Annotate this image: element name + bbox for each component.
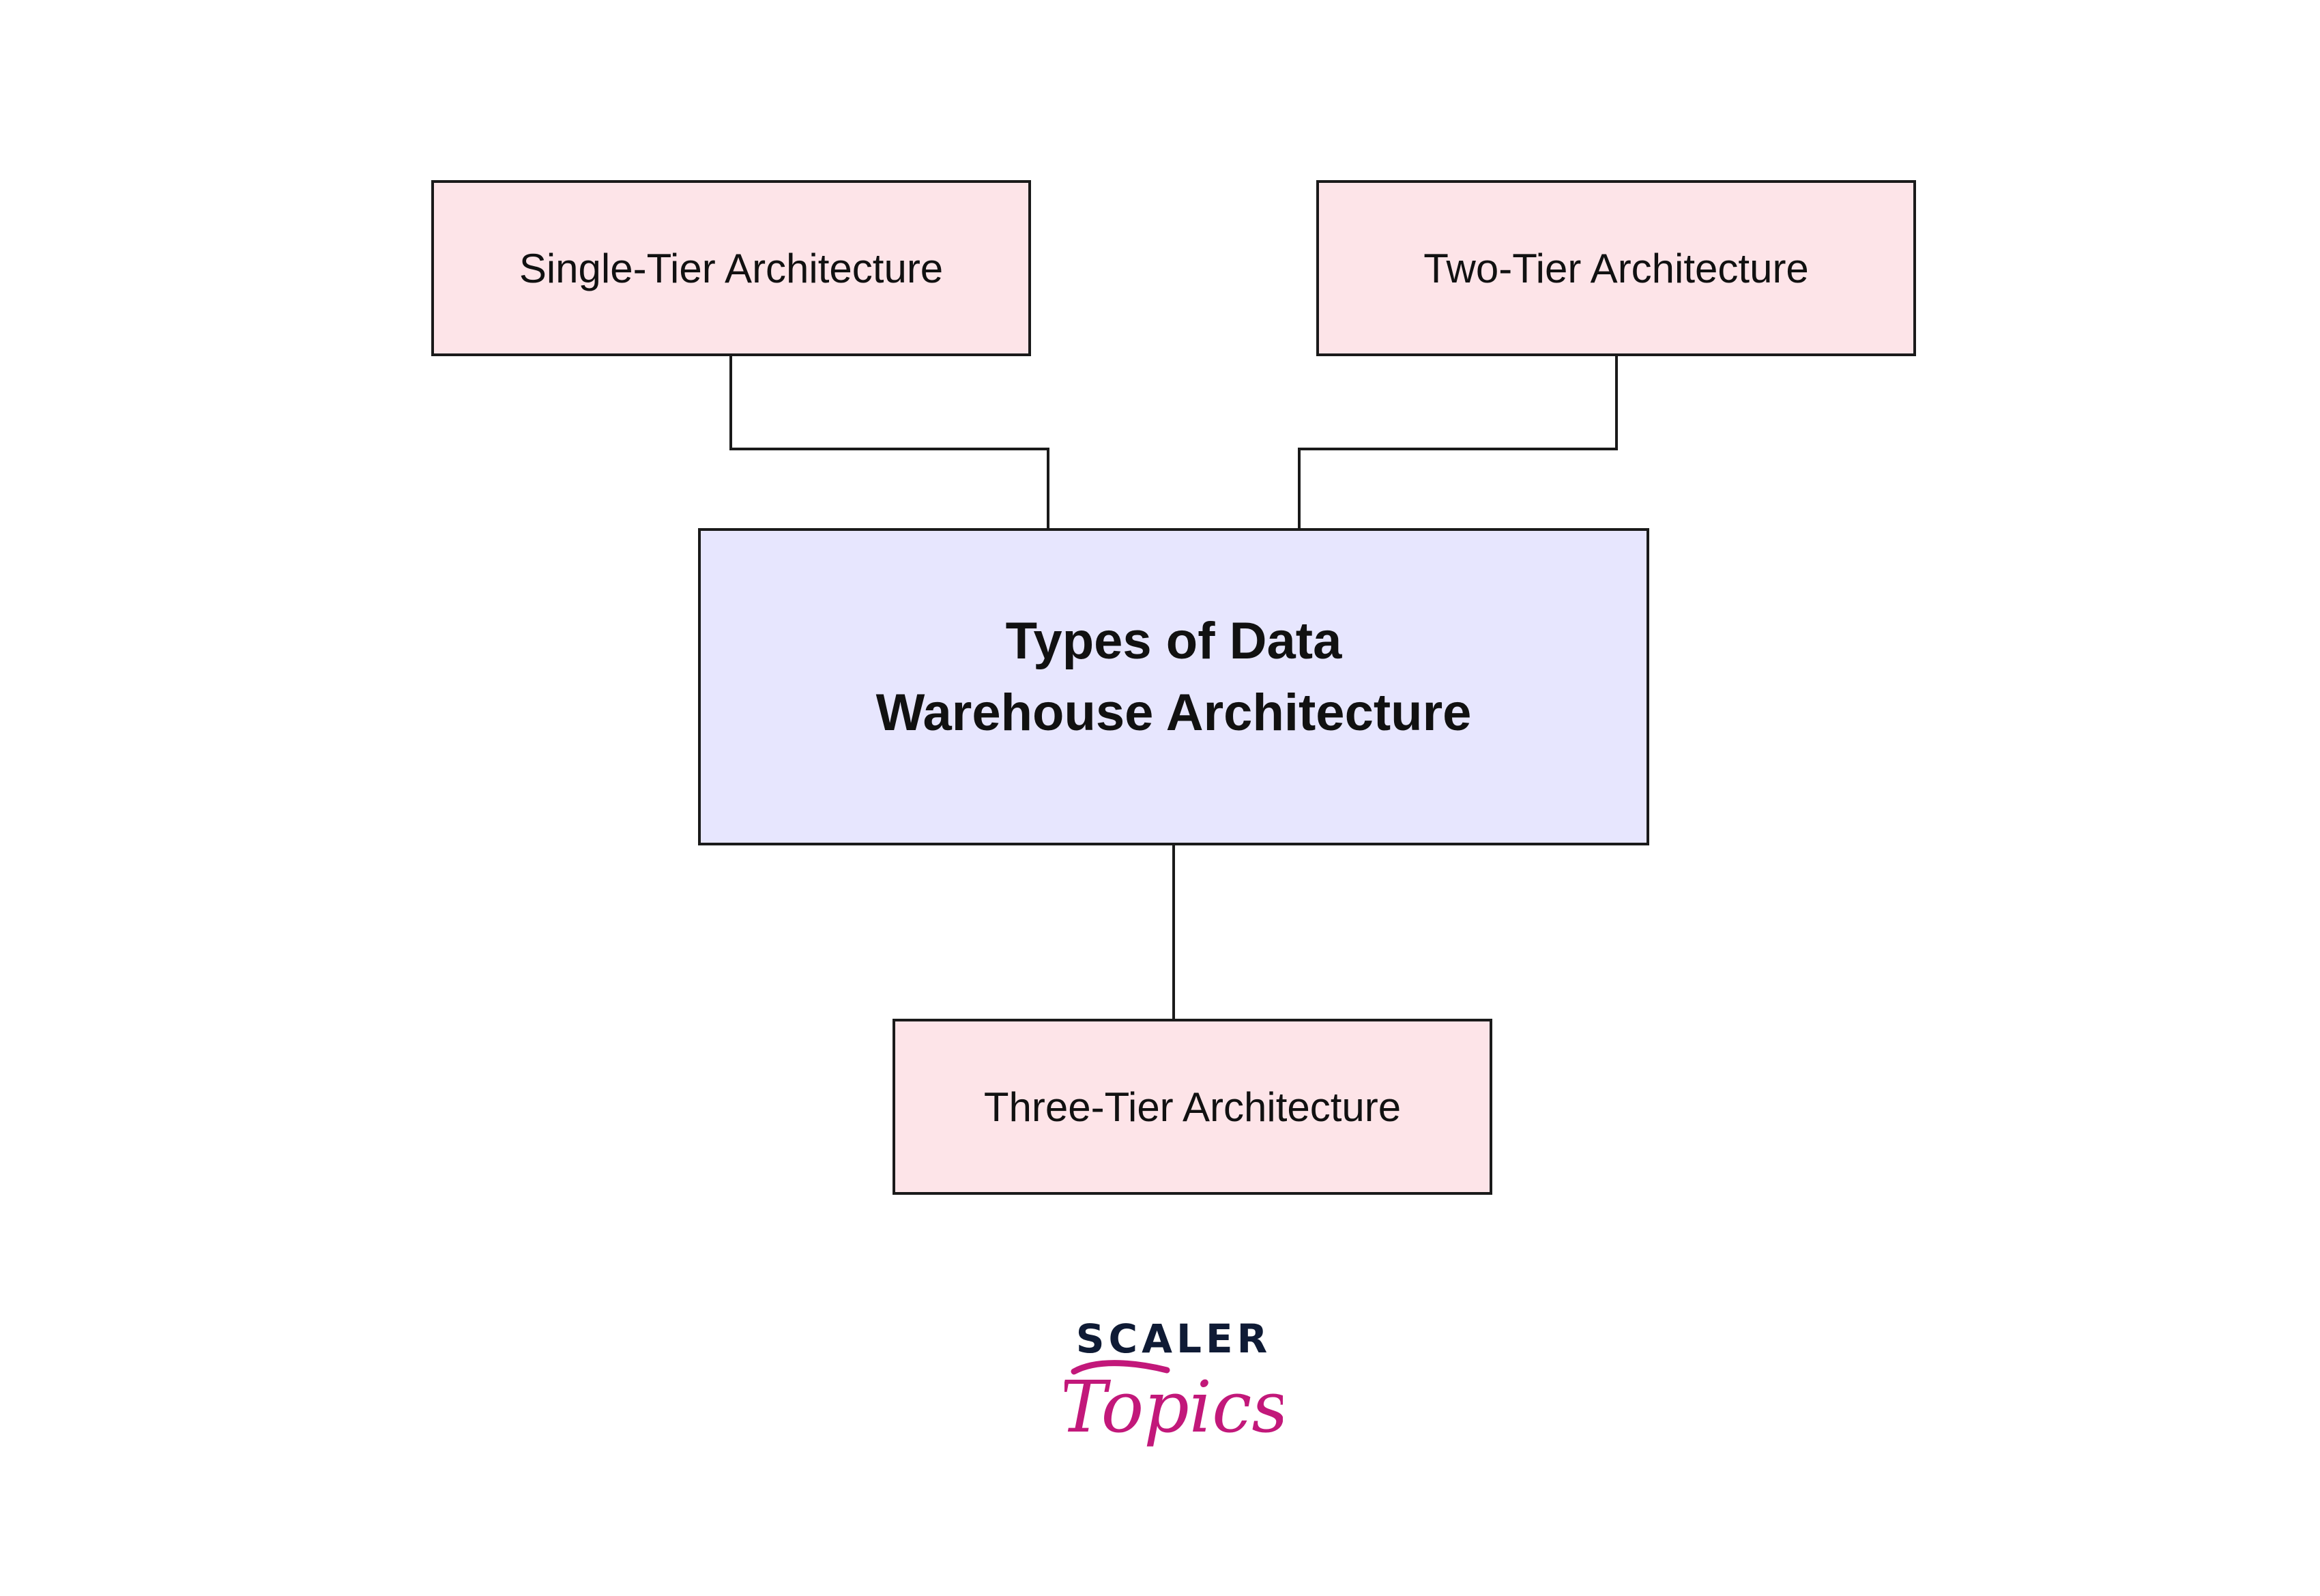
logo-topics-text: Topics — [1064, 1365, 1283, 1449]
three-tier-node: Three-Tier Architecture — [893, 1019, 1492, 1195]
central-topic-line-1: Types of Data — [1005, 611, 1342, 670]
connector-two-tier — [1298, 356, 1618, 528]
central-topic-title: Types of Data Warehouse Architecture — [876, 606, 1472, 749]
two-tier-node: Two-Tier Architecture — [1316, 180, 1916, 356]
connector-single-tier — [729, 356, 1049, 528]
three-tier-label: Three-Tier Architecture — [983, 1084, 1402, 1130]
logo-scaler-text: SCALER — [1076, 1316, 1271, 1362]
two-tier-label: Two-Tier Architecture — [1423, 245, 1809, 291]
single-tier-label: Single-Tier Architecture — [519, 245, 944, 291]
logo-swoosh-icon — [1071, 1360, 1170, 1375]
central-topic-line-2: Warehouse Architecture — [875, 683, 1472, 742]
scaler-topics-logo: SCALER Topics — [1064, 1316, 1283, 1449]
central-topic-node: Types of Data Warehouse Architecture — [698, 528, 1649, 845]
single-tier-node: Single-Tier Architecture — [431, 180, 1031, 356]
